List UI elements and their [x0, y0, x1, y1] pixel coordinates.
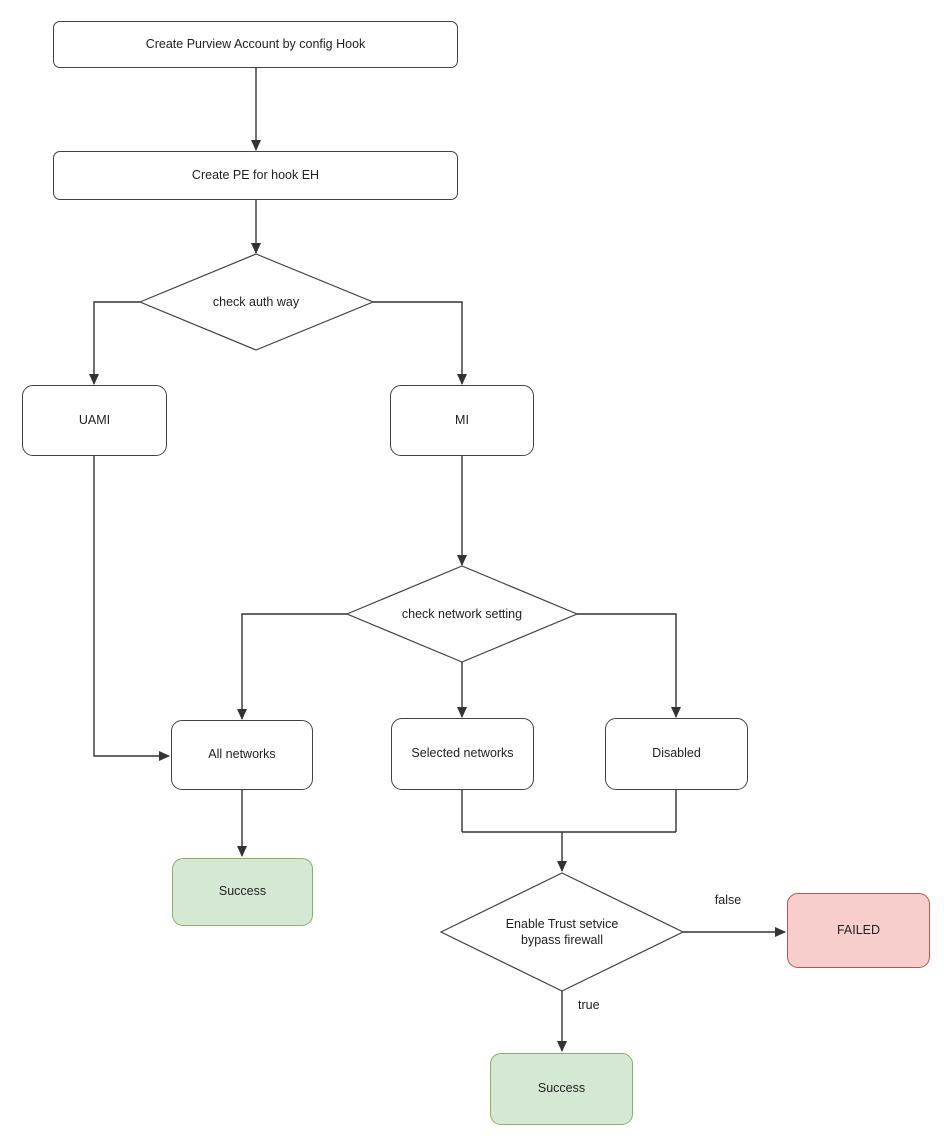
node-success-trusted: Success: [490, 1053, 633, 1125]
node-create-pe-for-hook-eh-label: Create PE for hook EH: [191, 167, 320, 182]
node-mi-label: MI: [455, 412, 469, 427]
node-create-purview-account: Create Purview Account by config Hook: [53, 21, 458, 68]
node-disabled: Disabled: [605, 718, 748, 790]
decision-check-auth-label: check auth way: [212, 294, 300, 309]
node-success-all-networks: Success: [172, 858, 313, 926]
edge-uami-to-all-networks: [93, 456, 170, 761]
node-success-trusted-label: Success: [537, 1081, 586, 1096]
node-all-networks: All networks: [171, 720, 313, 790]
edge-label-false: false: [714, 893, 742, 907]
edge-label-true: true: [578, 998, 600, 1012]
node-mi: MI: [390, 385, 534, 456]
node-disabled-label: Disabled: [652, 746, 701, 761]
node-failed-label: FAILED: [836, 922, 881, 937]
edge-check-network-to-disabled: [577, 613, 681, 718]
edge-check-network-to-all-networks: [237, 613, 347, 720]
node-all-networks-label: All networks: [208, 747, 276, 762]
node-uami: UAMI: [22, 385, 167, 456]
edge-merge-selected-disabled: [461, 790, 677, 833]
decision-enable-trust-label: Enable Trust setvice bypass firewall: [505, 916, 619, 947]
decision-check-network-label: check network setting: [401, 606, 523, 621]
node-uami-label: UAMI: [78, 412, 111, 427]
node-success-all-networks-label: Success: [218, 884, 267, 899]
node-selected-networks: Selected networks: [391, 718, 534, 790]
node-selected-networks-label: Selected networks: [411, 746, 514, 761]
edge-check-auth-to-uami: [89, 301, 140, 385]
edge-check-auth-to-mi: [373, 301, 467, 385]
node-create-purview-account-label: Create Purview Account by config Hook: [145, 36, 366, 51]
node-create-pe-for-hook-eh: Create PE for hook EH: [53, 151, 458, 200]
node-failed: FAILED: [787, 893, 930, 968]
